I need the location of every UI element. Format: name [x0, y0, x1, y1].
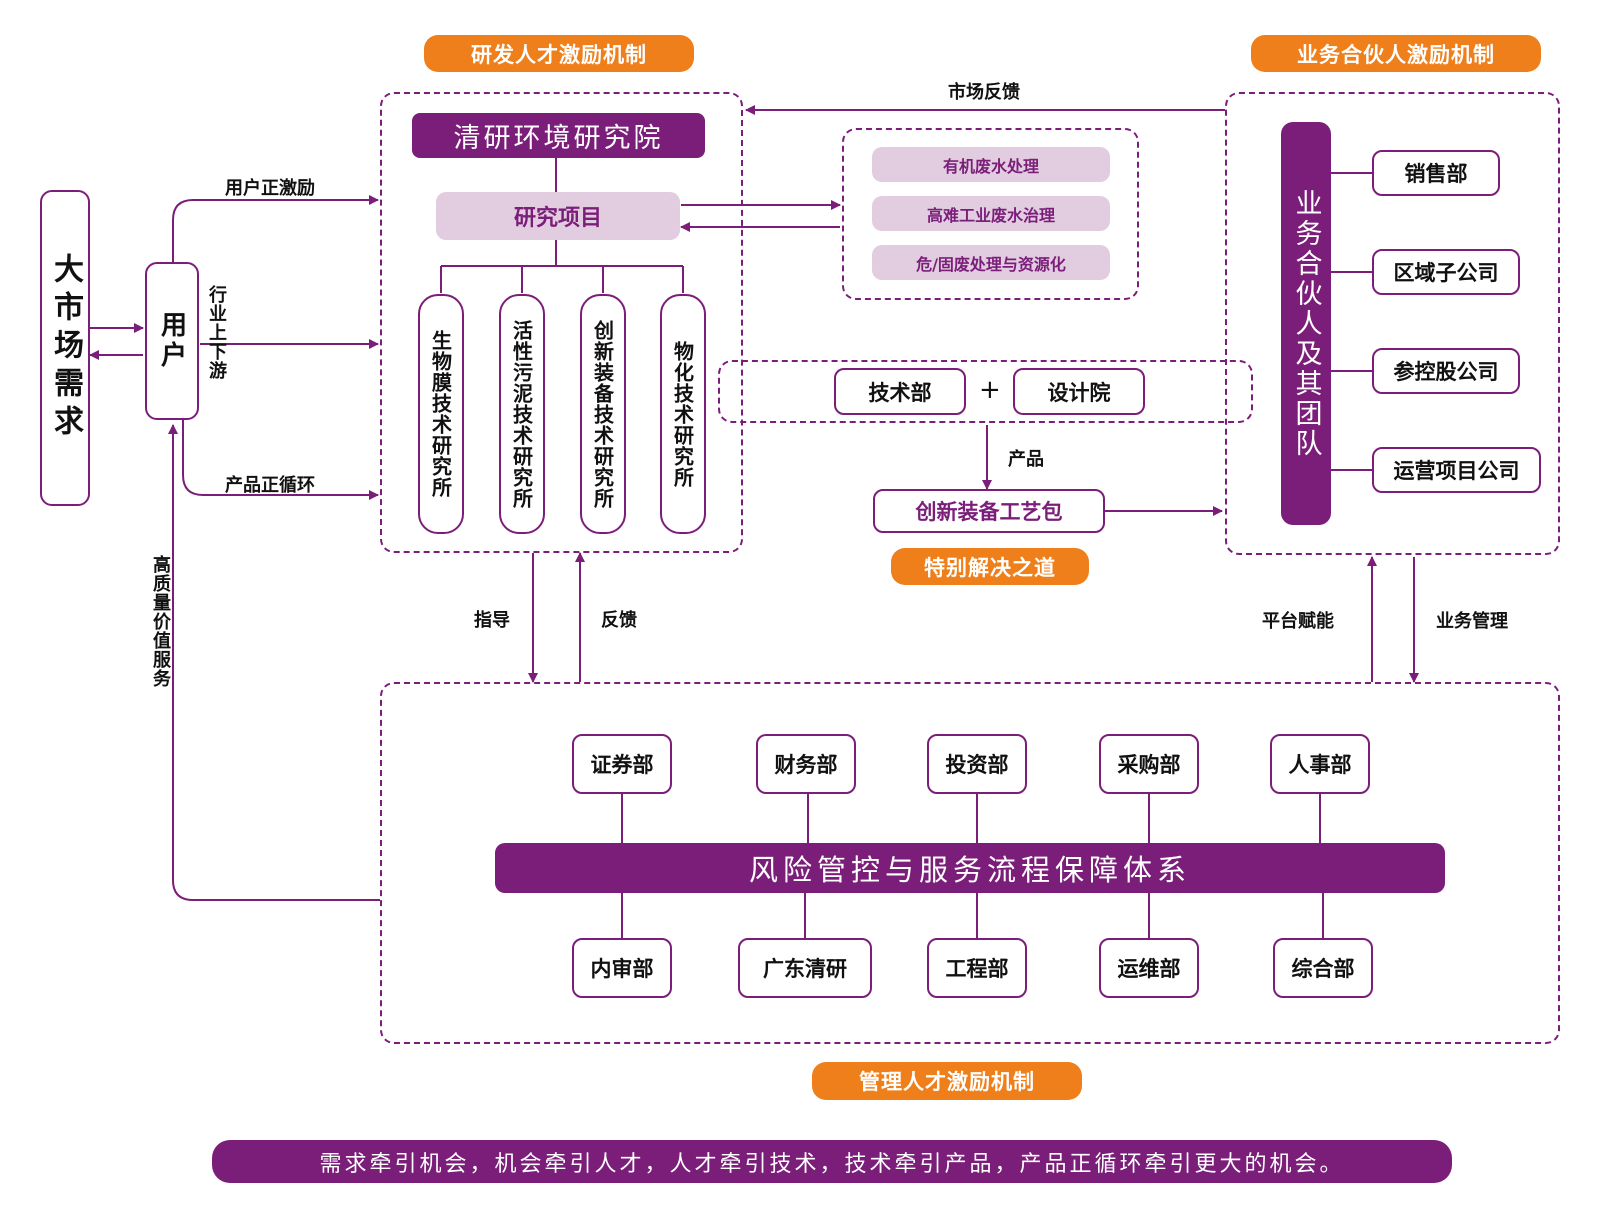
research-project-box: 研究项目: [436, 192, 680, 240]
management-mechanism-badge: 管理人才激励机制: [812, 1062, 1082, 1100]
guidance-label: 指导: [474, 610, 510, 631]
securities-department-box: 证券部: [572, 734, 672, 794]
management-region: [380, 682, 1560, 1044]
institute-innovative-equipment: 创新装备技术研究所: [580, 294, 626, 534]
rd-institute-title: 清研环境研究院: [412, 113, 705, 158]
platform-enable-label: 平台赋能: [1262, 611, 1334, 632]
product-cycle-label: 产品正循环: [225, 475, 315, 496]
general-department-box: 综合部: [1273, 938, 1373, 998]
design-institute-box: 设计院: [1013, 368, 1145, 415]
operations-department-box: 运维部: [1099, 938, 1199, 998]
project-organic-wastewater: 有机废水处理: [872, 147, 1110, 182]
tech-department-box: 技术部: [834, 368, 966, 415]
partner-team-bar: 业务合伙人及其团队: [1281, 122, 1331, 525]
slogan-bar: 需求牵引机会，机会牵引人才，人才牵引技术，技术牵引产品，产品正循环牵引更大的机会…: [212, 1140, 1452, 1183]
institute-activated-sludge: 活性污泥技术研究所: [499, 294, 545, 534]
product-label: 产品: [1008, 449, 1044, 470]
operation-company-box: 运营项目公司: [1372, 447, 1541, 493]
guangdong-qingyan-box: 广东清研: [738, 938, 872, 998]
project-industrial-wastewater: 高难工业废水治理: [872, 196, 1110, 231]
partner-region: [1225, 92, 1560, 555]
quality-service-label: 高质量价值服务: [150, 555, 171, 688]
hr-department-box: 人事部: [1270, 734, 1370, 794]
sales-department-box: 销售部: [1372, 150, 1500, 196]
risk-control-system-bar: 风险管控与服务流程保障体系: [495, 843, 1445, 893]
special-solution-badge: 特别解决之道: [891, 548, 1089, 585]
user-box: 用户: [145, 262, 199, 420]
project-solid-waste: 危/固废处理与资源化: [872, 245, 1110, 280]
feedback-label: 反馈: [601, 610, 637, 631]
industry-chain-label: 行业上下游: [206, 285, 227, 380]
investment-department-box: 投资部: [927, 734, 1027, 794]
innovative-package-box: 创新装备工艺包: [873, 489, 1105, 533]
market-demand-box: 大市场需求: [40, 190, 90, 506]
tech-design-region: [718, 360, 1253, 423]
business-management-label: 业务管理: [1436, 611, 1508, 632]
institute-biofilm: 生物膜技术研究所: [418, 294, 464, 534]
plus-sign: +: [979, 375, 1001, 405]
rd-mechanism-badge: 研发人才激励机制: [424, 35, 694, 72]
procurement-department-box: 采购部: [1099, 734, 1199, 794]
engineering-department-box: 工程部: [927, 938, 1027, 998]
institute-physicochemical: 物化技术研究所: [660, 294, 706, 534]
user-incentive-label: 用户正激励: [225, 178, 315, 199]
rd-region: [380, 92, 743, 553]
finance-department-box: 财务部: [756, 734, 856, 794]
holding-company-box: 参控股公司: [1372, 348, 1520, 394]
market-feedback-label: 市场反馈: [948, 82, 1020, 103]
projects-region: [842, 128, 1139, 300]
regional-subsidiary-box: 区域子公司: [1372, 249, 1520, 295]
internal-audit-box: 内审部: [572, 938, 672, 998]
partner-mechanism-badge: 业务合伙人激励机制: [1251, 35, 1541, 72]
